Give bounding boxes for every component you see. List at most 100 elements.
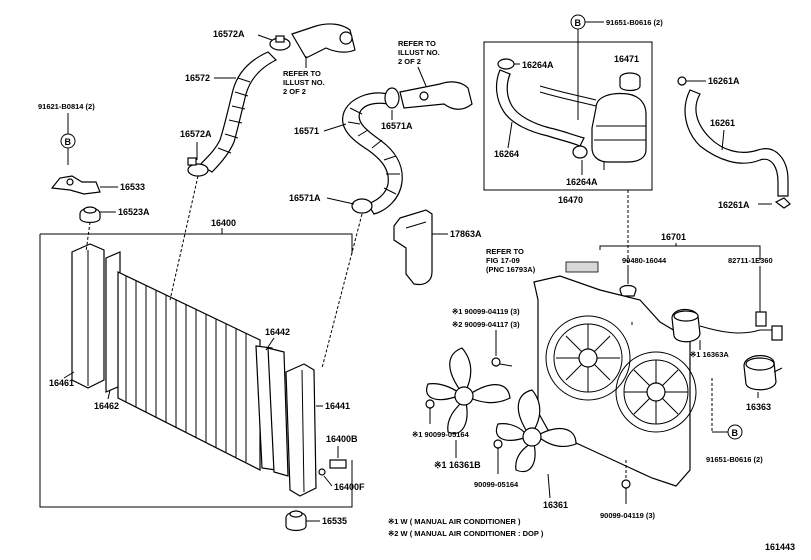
label-16571: 16571 (294, 126, 319, 136)
label-16572: 16572 (185, 73, 210, 83)
reserve-tank-box (483, 41, 653, 191)
figure-number: 161443 (765, 542, 795, 552)
upper-hose-ribs (217, 77, 251, 154)
overflow-tube-16261-group: 16261A 16261 16261A (677, 76, 791, 210)
side-plate (267, 347, 289, 477)
refer1-line3: 2 OF 2 (283, 87, 306, 96)
label-16361B: ※1 16361B (434, 460, 481, 470)
circle-marker-B-bottom (727, 424, 743, 440)
label-16264A-top: 16264A (522, 60, 554, 70)
footnote-2: ※2 W ( MANUAL AIR CONDITIONER : DOP ) (388, 529, 544, 538)
label-16523A: 16523A (118, 207, 150, 217)
refer2-line1: REFER TO (398, 39, 436, 48)
overflow-hose-16264 (495, 69, 585, 147)
footnotes: ※1 W ( MANUAL AIR CONDITIONER ) ※2 W ( M… (388, 517, 795, 552)
label-note2-bolt: ※2 90099-04117 (3) (452, 320, 520, 329)
cushion-16535-group: 16535 (285, 510, 347, 532)
nut-90099-05164-right (493, 439, 503, 449)
lower-radiator-hose-group: REFER TO ILLUST NO. 2 OF 2 16571 16571A … (289, 39, 473, 215)
grommet-90480 (619, 284, 637, 297)
connector-plug (771, 325, 783, 341)
air-guide-17863A-group: 17863A (393, 209, 482, 286)
refer3-line1: REFER TO (486, 247, 524, 256)
label-16442: 16442 (265, 327, 290, 337)
cooling-fan-16361B (426, 347, 511, 434)
refer3-line3: (PNC 16793A) (486, 265, 536, 274)
label-91651-top: 91651-B0616 (2) (606, 18, 663, 27)
label-16441: 16441 (325, 401, 350, 411)
refer2-line2: ILLUST NO. (398, 48, 440, 57)
bolt-90099-04119-lower (621, 479, 631, 489)
label-91621: 91621-B0814 (2) (38, 102, 95, 111)
clamp-tab-top (275, 35, 285, 43)
label-16264A-bottom: 16264A (566, 177, 598, 187)
label-16470: 16470 (558, 195, 583, 205)
clip-16261A-top (677, 76, 687, 86)
label-16361: 16361 (543, 500, 568, 510)
label-note1-bolt: ※1 90099-04119 (3) (452, 307, 520, 316)
label-90099-05164-b: 90099-05164 (474, 480, 519, 489)
connector-82711 (755, 311, 767, 327)
label-16533: 16533 (120, 182, 145, 192)
hose-clamp-16572A-bottom (187, 163, 209, 177)
mounting-parts-group: 91621-B0814 (2) B 16533 16523A (38, 102, 150, 224)
drain-cock-16400B (329, 459, 347, 469)
label-16264: 16264 (494, 149, 519, 159)
clip-16261A-bottom (774, 197, 791, 209)
label-16462: 16462 (94, 401, 119, 411)
footnote-1: ※1 W ( MANUAL AIR CONDITIONER ) (388, 517, 521, 526)
bracket-16533 (50, 175, 101, 195)
label-90099-05164-a: ※1 90099-05164 (412, 430, 470, 439)
radiator-right-tank-16441 (285, 363, 317, 497)
label-16571A-bottom: 16571A (289, 193, 321, 203)
label-17863A: 17863A (450, 229, 482, 239)
radiator-core-fins (125, 276, 247, 462)
label-16571A-top: 16571A (381, 121, 413, 131)
marker-B-bottom-text: B (732, 428, 739, 438)
lower-hose-ribs (347, 107, 400, 195)
label-16471: 16471 (614, 54, 639, 64)
water-inlet-pipe (399, 81, 473, 110)
shroud-opening-left (545, 315, 631, 401)
radiator-assembly-group: 16400 16442 16461 16462 1644 (39, 175, 365, 508)
refer-patch (565, 261, 599, 273)
refer1-line2: ILLUST NO. (283, 78, 325, 87)
label-16572A-top: 16572A (213, 29, 245, 39)
label-16363: 16363 (746, 402, 771, 412)
lower-hose-16571 (342, 92, 403, 215)
hose-clamp-16264A-bottom (572, 145, 588, 159)
hose-clamp-16264A-top (497, 58, 515, 70)
hose-clamp-16571A-top (384, 87, 400, 109)
marker-B-top-text: B (575, 18, 582, 28)
refer3-line2: FIG 17-09 (486, 256, 520, 265)
label-82711: 82711-1E360 (728, 256, 773, 265)
label-16261: 16261 (710, 118, 735, 128)
clamp-tab-bottom (187, 157, 197, 166)
nut-90099-05164-left (425, 399, 435, 409)
upper-radiator-hose-group: 16572A 16572 16572A REFER TO ILLUST NO. … (180, 23, 356, 177)
label-16261A-top: 16261A (708, 76, 740, 86)
reserve-tank-group: B 91651-B0616 (2) 16264A 16471 16264 162… (483, 14, 663, 205)
overflow-tube-16261 (684, 89, 789, 197)
outlet-flange (339, 31, 353, 45)
shroud-opening-right (615, 351, 697, 433)
radiator-core (117, 271, 261, 471)
label-16461: 16461 (49, 378, 74, 388)
label-16363A: ※1 16363A (690, 350, 729, 359)
label-16400F: 16400F (334, 482, 365, 492)
label-16701: 16701 (661, 232, 686, 242)
bolt-90099-04119-upper (491, 357, 501, 367)
air-guide-17863A (393, 209, 433, 286)
label-16572A-bottom: 16572A (180, 129, 212, 139)
refer1-line1: REFER TO (283, 69, 321, 78)
refer2-line3: 2 OF 2 (398, 57, 421, 66)
cooling-fan-16361 (495, 389, 577, 473)
fans-group: ※1 90099-04119 (3) ※2 90099-04117 (3) ※1… (412, 307, 656, 520)
label-16400: 16400 (211, 218, 236, 228)
upper-hose-16572 (199, 51, 278, 173)
label-90480: 90480-16044 (622, 256, 667, 265)
marker-B-left-text: B (65, 137, 72, 147)
hose-clamp-16571A-bottom (351, 198, 373, 214)
label-16400B: 16400B (326, 434, 358, 444)
